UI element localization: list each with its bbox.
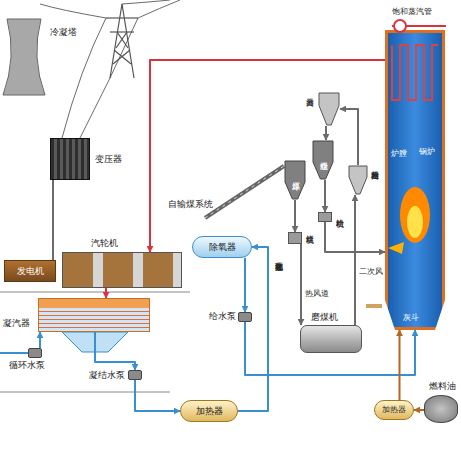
- annotation-label: 炉膛: [391, 150, 407, 158]
- pipe-connector: [244, 258, 246, 312]
- pipe-connector: [399, 330, 401, 400]
- equipment-label: 变压器: [95, 155, 122, 164]
- separator: 分离器: [318, 92, 340, 126]
- feed-pump: 给水泵: [238, 312, 252, 322]
- coal-mill: 磨煤机: [300, 325, 362, 353]
- pipe-connector: [135, 380, 180, 411]
- pylon-brace: [116, 32, 127, 48]
- hopper-outline: [284, 160, 306, 200]
- pipe-connector: [294, 200, 296, 232]
- power-wire: [40, 4, 106, 18]
- tower-outline: [2, 18, 46, 96]
- cone-outline: [348, 165, 368, 195]
- equipment-label: 给水泵: [209, 312, 236, 321]
- pylon-arm: [106, 17, 138, 18]
- equipment-label: 加热器: [196, 407, 223, 416]
- cyclone-shell: [349, 166, 367, 194]
- deaerator: 除氧器: [192, 236, 252, 258]
- boiler: 锅炉: [385, 30, 445, 330]
- tower-shell: [3, 19, 45, 95]
- equipment-label: 磨煤机: [311, 313, 338, 322]
- saturated-steam-pipe: [392, 25, 446, 27]
- coarse-separator: 粗粉分离器: [348, 165, 368, 195]
- pylon-arm: [110, 31, 134, 32]
- hot-air-duct: [366, 304, 385, 308]
- condensate-pump: 凝结水泵: [128, 370, 142, 380]
- oil-heater: 加热器: [374, 400, 414, 420]
- conveyor-belt: [205, 166, 284, 218]
- equipment-label: 燃料油: [429, 382, 456, 391]
- equipment-label: 发电机: [17, 267, 44, 276]
- pylon-leg: [110, 4, 122, 78]
- hopper-shell: [313, 141, 333, 179]
- circulating-pump: 循环水泵: [28, 348, 42, 358]
- equipment-label: 除氧器: [209, 243, 236, 252]
- conveyor-rollers: [205, 166, 284, 218]
- equipment-label: 锅炉: [419, 148, 435, 156]
- pipe-connector: [52, 180, 54, 260]
- transformer: 变压器: [50, 138, 90, 180]
- equipment-label: 凝汽器: [3, 319, 30, 328]
- pylon-brace: [114, 50, 131, 64]
- power-pylon: [106, 4, 138, 78]
- coal-conveyor: [205, 166, 284, 218]
- pipe-connector: [325, 222, 385, 252]
- annotation-label: 灰斗: [403, 314, 419, 322]
- ground-line: [0, 292, 190, 293]
- coal-bunker: 原煤斗: [284, 160, 306, 200]
- power-wire: [80, 18, 138, 138]
- pylon-brace: [117, 32, 128, 48]
- steam-turbine: 汽轮机: [62, 252, 182, 288]
- pulverized-coal-bin: 煤粉仓: [312, 140, 334, 180]
- equipment-label: 加热器: [382, 406, 406, 414]
- power-wire: [122, 0, 170, 4]
- ground-line: [0, 392, 170, 393]
- coal-feeder: 给煤机: [288, 232, 302, 244]
- pipe-connector: [95, 332, 135, 370]
- hopper-outline: [312, 140, 334, 180]
- annotation-label: 热风道: [305, 290, 329, 298]
- ground-line: [0, 292, 190, 392]
- cyclone-shell: [319, 93, 339, 125]
- pipe-connector: [325, 126, 327, 140]
- equipment-label: 循环水泵: [9, 361, 45, 370]
- pipe-connector: [238, 247, 268, 411]
- power-wires: [40, 0, 180, 138]
- pipe-connector: [300, 244, 302, 325]
- annotation-label: 饱和蒸汽管: [392, 8, 432, 16]
- fuel-oil-tank: 燃料油: [424, 395, 458, 423]
- heater: 加热器: [180, 400, 238, 422]
- equipment-label: 冷凝塔: [50, 28, 77, 37]
- hopper-shell: [285, 161, 305, 199]
- equipment-label: 凝结水泵: [89, 371, 125, 380]
- pipe-connector: [105, 288, 107, 298]
- generator: 发电机: [4, 260, 56, 282]
- pipe-connector: [414, 409, 424, 411]
- cooling-tower: 冷凝塔: [2, 18, 46, 96]
- annotation-label: 自输煤系统: [168, 200, 213, 209]
- condenser: 凝汽器: [38, 298, 150, 332]
- hotwell-basin: [62, 332, 128, 352]
- pipe-connector: [340, 109, 358, 165]
- powder-feeder: 给粉机: [318, 212, 332, 222]
- power-wire: [138, 0, 180, 18]
- cone-outline: [318, 92, 340, 126]
- pylon-brace: [113, 50, 130, 64]
- pipe-connector: [150, 60, 385, 252]
- annotation-label: 二次风: [359, 268, 383, 276]
- pylon-leg: [122, 4, 134, 78]
- pipe-connector: [324, 180, 326, 212]
- equipment-label: 汽轮机: [91, 239, 118, 248]
- circulating-water-pipe: [0, 352, 28, 354]
- pipe-connector: [39, 332, 41, 348]
- pipe-connector: [354, 195, 356, 325]
